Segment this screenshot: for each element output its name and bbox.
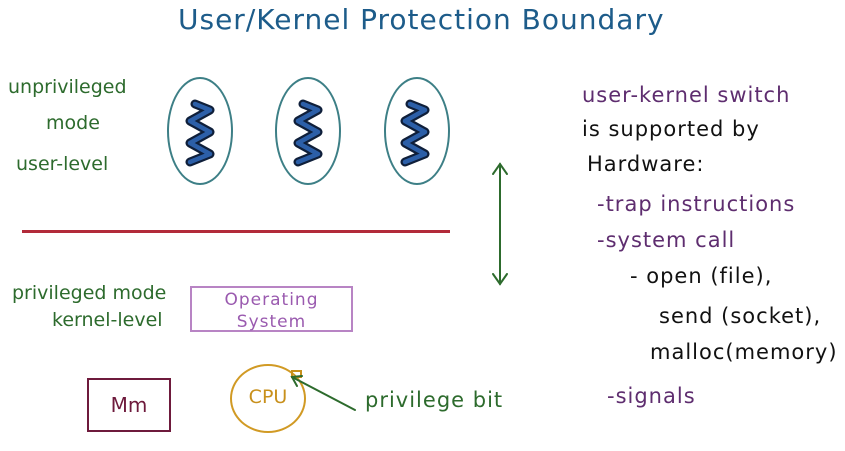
privilege-bit-arrow-icon	[290, 375, 356, 411]
thread-squiggle-3	[400, 99, 430, 167]
thread-squiggle-1	[185, 99, 215, 167]
privilege-bit-label: privilege bit	[365, 388, 504, 412]
protection-boundary-line	[22, 230, 450, 233]
process-ellipse-3	[384, 77, 450, 185]
unprivileged-label: unprivileged	[8, 76, 127, 98]
note-user-kernel-switch: user-kernel switch	[582, 83, 791, 107]
kernel-level-label: kernel-level	[52, 309, 163, 331]
syscall-send: send (socket),	[659, 304, 822, 328]
mode-label: mode	[46, 112, 100, 134]
diagram-title: User/Kernel Protection Boundary	[178, 3, 665, 36]
double-arrow-icon	[492, 162, 508, 286]
syscall-malloc: malloc(memory)	[650, 340, 838, 364]
cpu-circle: CPU	[230, 364, 306, 433]
operating-system-box: Operating System	[190, 286, 353, 332]
note-hardware: Hardware:	[587, 152, 705, 176]
process-ellipse-2	[275, 77, 341, 185]
os-label-line2: System	[236, 312, 307, 332]
os-label-line1: Operating	[224, 290, 319, 310]
syscall-open: - open (file),	[630, 264, 773, 288]
bullet-trap-instructions: -trap instructions	[597, 192, 796, 216]
user-level-label: user-level	[16, 153, 109, 175]
note-supported-by: is supported by	[582, 117, 760, 141]
memory-box: Mm	[87, 378, 171, 432]
bullet-system-call: -system call	[597, 228, 736, 252]
thread-squiggle-2	[293, 99, 323, 167]
privileged-mode-label: privileged mode	[12, 282, 167, 304]
bullet-signals: -signals	[607, 384, 696, 408]
process-ellipse-1	[167, 77, 233, 185]
